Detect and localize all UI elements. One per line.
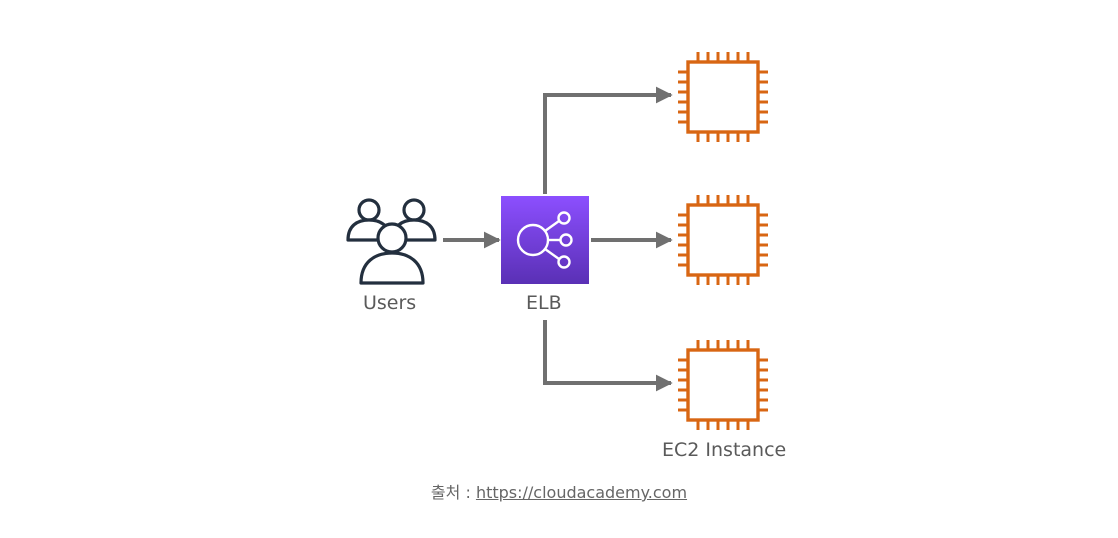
- source-caption: 출처 : https://cloudacademy.com: [0, 479, 1118, 503]
- ec2-instance-label: EC2 Instance: [662, 439, 787, 461]
- chip-icon: [678, 52, 768, 142]
- arrow-elb-to-instance-1: [543, 86, 673, 194]
- source-link[interactable]: https://cloudacademy.com: [475, 483, 688, 502]
- chip-icon: [678, 340, 768, 430]
- users-label: Users: [363, 292, 417, 314]
- users-icon: [346, 198, 437, 285]
- source-prefix: 출처 :: [430, 483, 476, 502]
- load-balancer-icon: [501, 196, 589, 284]
- chip-icon: [678, 195, 768, 285]
- arrow-elb-to-instance-3: [543, 320, 673, 392]
- elb-label: ELB: [526, 292, 562, 314]
